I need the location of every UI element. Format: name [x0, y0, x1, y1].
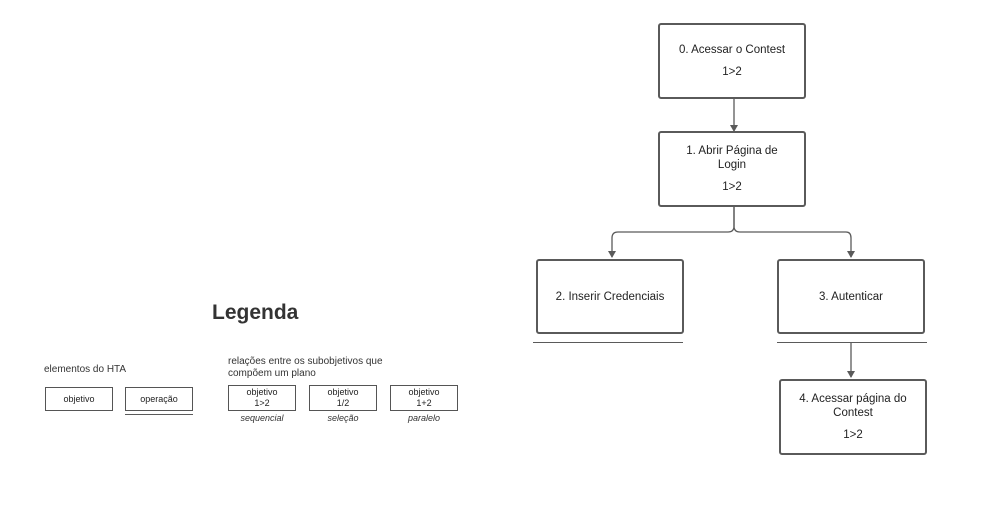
legend-plan-box-title: objetivo [408, 387, 440, 397]
legend-elements-label: elementos do HTA [44, 364, 127, 375]
legend-plan-sequential-box: objetivo 1>2 [228, 385, 296, 411]
legend-plan-selection-box: objetivo 1/2 [309, 385, 377, 411]
legend-objective-label: objetivo [63, 393, 95, 404]
operation-underline [533, 342, 683, 343]
node-abrir-pagina-login: 1. Abrir Página de Login 1>2 [658, 131, 806, 207]
legend-objective-box: objetivo [45, 387, 113, 411]
legend-plan-symbol: 1+2 [416, 398, 432, 408]
legend-plan-symbol: 1/2 [336, 398, 350, 408]
operation-underline [777, 342, 927, 343]
node-title: 1. Abrir Página de Login [686, 145, 778, 171]
node-acessar-pagina-contest: 4. Acessar página do Contest 1>2 [779, 379, 927, 455]
legend-plan-caption: sequencial [240, 413, 284, 423]
node-plan: 1>2 [722, 181, 742, 193]
node-title: 0. Acessar o Contest [678, 44, 786, 56]
node-acessar-contest: 0. Acessar o Contest 1>2 [658, 23, 806, 99]
legend-plan-symbol: 1>2 [254, 398, 270, 408]
legend-plan-caption: seleção [327, 413, 359, 423]
legend-operation-box: operação [125, 387, 193, 411]
node-plan: 1>2 [843, 429, 863, 441]
node-title: 2. Inserir Credenciais [555, 290, 665, 303]
connector-1-3 [733, 207, 855, 258]
node-autenticar: 3. Autenticar [777, 259, 925, 334]
node-title: 3. Autenticar [819, 290, 883, 303]
legend-plan-box-title: objetivo [246, 387, 278, 397]
legend-relations-label: relações entre os subobjetivos que compõ… [228, 356, 383, 379]
legend-plan-caption: paralelo [407, 413, 441, 423]
legend-operation-underline [125, 414, 193, 415]
node-inserir-credenciais: 2. Inserir Credenciais [536, 259, 684, 334]
legend-operation-label: operação [140, 393, 178, 404]
node-title: 4. Acessar página do Contest [799, 393, 907, 419]
legend-title: Legenda [212, 301, 299, 324]
legend-plan-parallel-box: objetivo 1+2 [390, 385, 458, 411]
legend-plan-box-title: objetivo [327, 387, 359, 397]
node-plan: 1>2 [722, 66, 742, 78]
connector-1-2 [608, 207, 735, 258]
